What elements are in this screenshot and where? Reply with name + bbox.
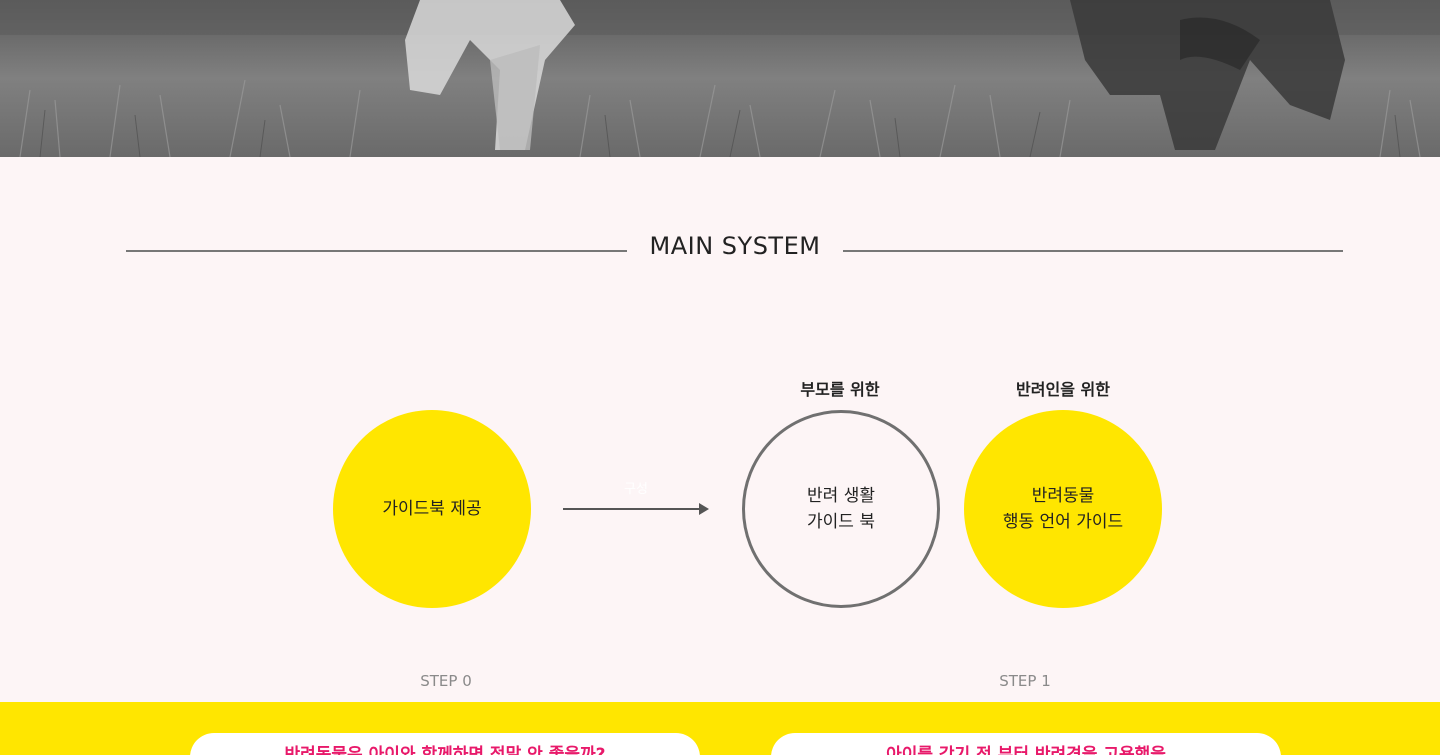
guidebook-circle: 가이드북 제공 <box>333 410 531 608</box>
owner-circle-line1: 반려동물 <box>1031 486 1095 506</box>
parent-guide-circle: 반려 생활 가이드 북 <box>742 410 940 608</box>
arrow-right-icon <box>563 503 709 515</box>
owner-guide-circle: 반려동물 행동 언어 가이드 <box>964 410 1162 608</box>
step-0-label: STEP 0 <box>420 672 472 690</box>
arrow-label: 구성 <box>624 482 648 497</box>
parent-circle-line1: 반려 생활 <box>807 486 875 506</box>
step-1-label: STEP 1 <box>999 672 1051 690</box>
parent-circle-line2: 가이드 북 <box>807 512 875 532</box>
section-title-row: MAIN SYSTEM <box>0 232 1440 272</box>
owner-caption: 반려인을 위한 <box>1016 380 1110 399</box>
question-card-left[interactable]: 반려동물은 아이와 함께하면 정말 안 좋을까? <box>190 733 700 755</box>
parent-caption: 부모를 위한 <box>800 380 880 399</box>
question-card-left-heading: 반려동물은 아이와 함께하면 정말 안 좋을까? <box>284 745 606 755</box>
section-title: MAIN SYSTEM <box>649 232 821 260</box>
question-card-right-heading: 아이를 갖기 전 부터 반려견을 고용했을 <box>886 745 1166 755</box>
owner-circle-line2: 행동 언어 가이드 <box>1002 512 1124 532</box>
question-card-right[interactable]: 아이를 갖기 전 부터 반려견을 고용했을 <box>771 733 1281 755</box>
guidebook-circle-label: 가이드북 제공 <box>382 499 482 519</box>
bottom-band: 반려동물은 아이와 함께하면 정말 안 좋을까? 아이를 갖기 전 부터 반려견… <box>0 702 1440 755</box>
title-divider-left <box>126 250 627 252</box>
hero-photo <box>0 0 1440 157</box>
title-divider-right <box>843 250 1343 252</box>
main-system-section <box>0 157 1440 702</box>
